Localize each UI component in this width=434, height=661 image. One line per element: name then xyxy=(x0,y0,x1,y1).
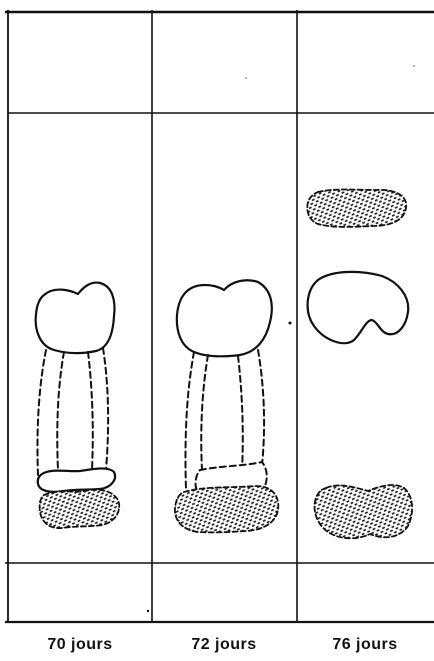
stippled-germ-lower xyxy=(315,485,413,538)
panel-label-70-jours: 70 jours xyxy=(15,636,145,654)
stippled-germ-upper xyxy=(307,190,406,227)
panel-label-72-jours: 72 jours xyxy=(159,636,289,654)
stippled-germ xyxy=(175,486,278,532)
tooth-crown-outline xyxy=(177,280,272,356)
speck xyxy=(147,610,149,612)
root-dashed-outline xyxy=(37,348,108,475)
speck xyxy=(245,77,247,79)
panel-72-jours xyxy=(175,280,278,532)
panel-label-76-jours: 76 jours xyxy=(300,636,430,654)
speck xyxy=(413,65,415,67)
stippled-germ xyxy=(40,490,120,528)
tooth-base-outline xyxy=(38,468,115,491)
panel-70-jours xyxy=(36,283,120,529)
tooth-crown-outline xyxy=(36,283,115,354)
tooth-crown-outline xyxy=(308,272,409,343)
speck xyxy=(289,322,292,325)
panel-76-jours xyxy=(307,190,412,539)
